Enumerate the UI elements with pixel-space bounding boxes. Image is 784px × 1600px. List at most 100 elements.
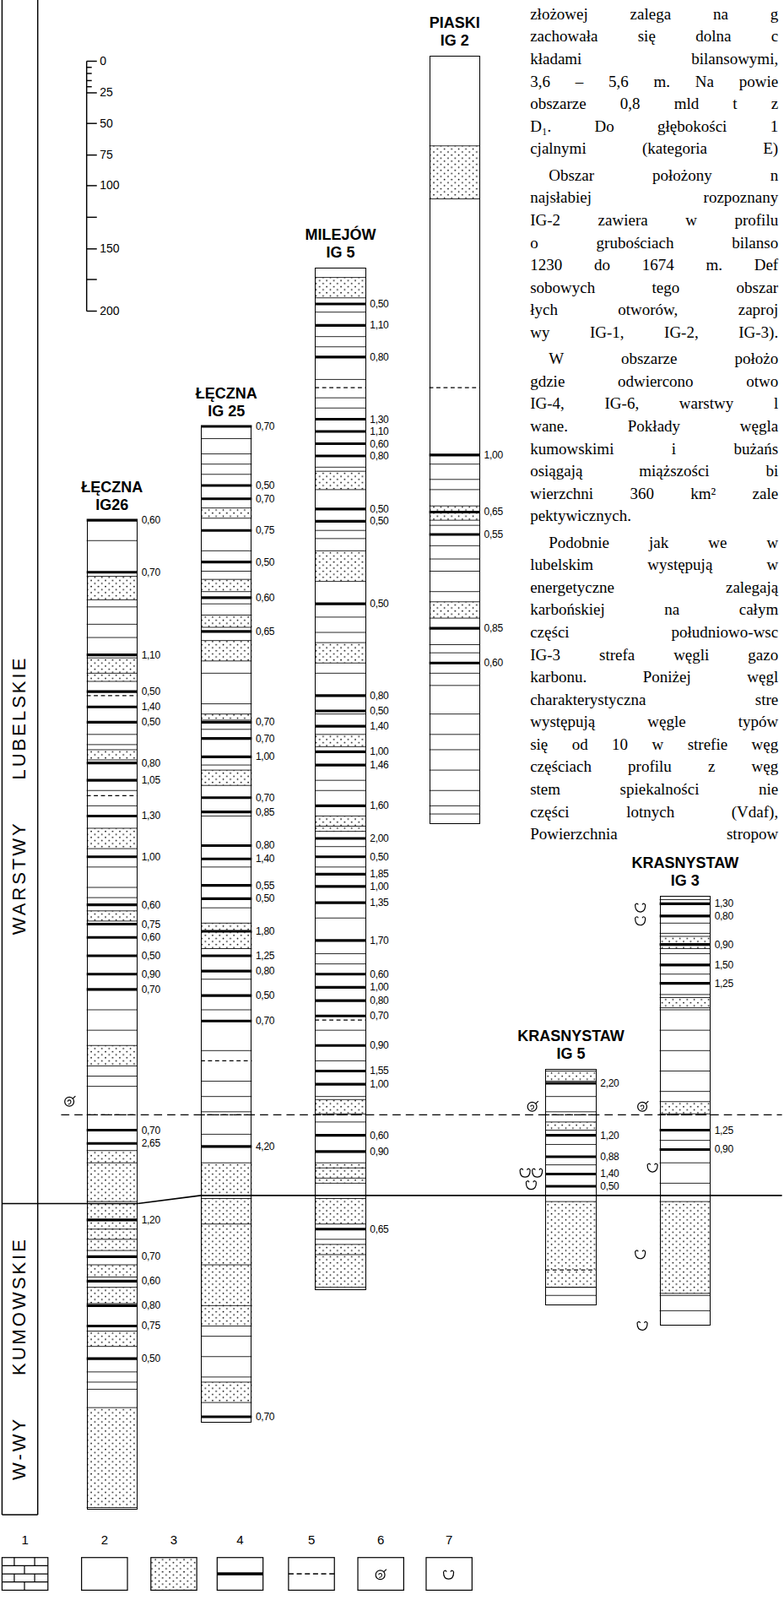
coal-seam <box>545 1172 596 1175</box>
coal-seam <box>314 454 366 457</box>
seam-thickness: 1,55 <box>368 1065 390 1076</box>
sandstone-layer <box>86 1150 138 1201</box>
seam-thickness: 0,80 <box>713 910 735 921</box>
coal-seam <box>200 953 252 957</box>
seam-thickness: 0,50 <box>368 298 390 309</box>
layer-boundary <box>86 1276 138 1277</box>
seam-thickness: 0,50 <box>140 950 162 961</box>
sandstone-layer <box>314 1098 366 1114</box>
seam-thickness: 0,90 <box>368 1039 390 1050</box>
layer-boundary <box>314 537 366 539</box>
coal-seam <box>200 483 252 487</box>
coal-seam <box>314 999 366 1002</box>
layer-boundary <box>86 1388 138 1390</box>
layer-boundary <box>314 580 366 582</box>
layer-boundary <box>86 1085 138 1087</box>
layer-boundary <box>545 1286 596 1287</box>
seam-thickness: 1,00 <box>368 981 390 992</box>
layer-boundary <box>200 1355 252 1357</box>
layer-boundary <box>429 558 481 560</box>
sandstone-layer <box>86 1044 138 1066</box>
seam-thickness: 1,25 <box>713 978 735 989</box>
layer-boundary <box>314 1177 366 1179</box>
layer-boundary <box>659 898 711 900</box>
seam-thickness: 0,70 <box>254 421 276 432</box>
dashed-layer <box>545 1268 596 1270</box>
layer-boundary <box>200 1095 252 1097</box>
layer-boundary <box>86 919 138 921</box>
layer-boundary <box>200 626 252 628</box>
sandstone-layer <box>86 657 138 682</box>
legend-number: 7 <box>443 1532 455 1547</box>
layer-boundary <box>200 453 252 455</box>
layer-boundary <box>200 1380 252 1382</box>
layer-boundary <box>86 733 138 735</box>
layer-boundary <box>314 616 366 617</box>
layer-boundary <box>429 652 481 654</box>
layer-boundary <box>314 825 366 827</box>
layer-boundary <box>200 1080 252 1082</box>
layer-boundary <box>86 827 138 828</box>
coal-seam <box>86 1128 138 1131</box>
sandstone-layer <box>314 550 366 581</box>
layer-boundary <box>429 145 481 146</box>
sandstone-layer <box>659 1200 711 1293</box>
seam-thickness: 0,65 <box>368 1223 390 1234</box>
seam-thickness: 1,00 <box>483 449 504 460</box>
coal-seam <box>86 902 138 906</box>
layer-boundary <box>86 575 138 577</box>
scale-value: 0 <box>98 54 108 68</box>
dashed-layer <box>86 694 138 696</box>
layer-boundary <box>200 507 252 509</box>
seam-thickness: 4,20 <box>254 1140 276 1152</box>
legend-number: 3 <box>168 1532 179 1547</box>
coal-seam <box>314 602 366 606</box>
text-line: 3,6 – 5,6 m. Na powie <box>529 72 779 92</box>
seam-thickness: 0,60 <box>368 438 390 449</box>
layer-boundary <box>314 1243 366 1244</box>
coal-seam <box>314 1043 366 1047</box>
layer-boundary <box>314 642 366 644</box>
scale-value: 150 <box>98 242 120 255</box>
layer-boundary <box>314 1197 366 1199</box>
coal-seam <box>314 519 366 523</box>
layer-boundary <box>86 848 138 849</box>
layer-boundary <box>86 605 138 607</box>
coal-seam <box>86 1217 138 1221</box>
layer-boundary <box>314 662 366 664</box>
seam-thickness: 0,75 <box>140 1319 162 1331</box>
layer-boundary <box>200 437 252 439</box>
layer-boundary <box>314 1238 366 1239</box>
layer-boundary <box>429 505 481 507</box>
layer-boundary <box>314 378 366 380</box>
text-line: kumowskimi i bużańs <box>529 439 779 459</box>
seam-thickness: 0,50 <box>368 598 390 609</box>
seam-thickness: 0,50 <box>140 686 162 697</box>
sandstone-layer <box>200 713 252 720</box>
coal-seam <box>314 507 366 510</box>
seam-thickness: 0,80 <box>368 690 390 701</box>
seam-thickness: 0,70 <box>254 716 276 727</box>
layer-boundary <box>314 297 366 298</box>
layer-boundary <box>200 719 252 720</box>
layer-boundary <box>429 684 481 686</box>
layer-boundary <box>314 865 366 867</box>
layer-boundary <box>314 488 366 490</box>
layer-boundary <box>200 702 252 704</box>
layer-boundary <box>659 1200 711 1202</box>
sandstone-layer <box>86 1406 138 1507</box>
sandstone-layer <box>86 910 138 921</box>
seam-thickness: 1,00 <box>368 1078 390 1089</box>
sandstone-layer <box>659 935 711 948</box>
legend-number: 5 <box>306 1532 317 1547</box>
borehole-name: ŁĘCZNA IG 25 <box>187 384 265 421</box>
layer-boundary <box>86 1406 138 1408</box>
text-line: IG-2 zawiera w profilu <box>529 210 779 230</box>
sandstone-layer <box>659 997 711 1008</box>
seam-thickness: 0,55 <box>254 880 276 891</box>
coal-seam <box>314 724 366 728</box>
text-line: cjalnymi (kategoria E) <box>529 139 779 158</box>
layer-boundary <box>314 713 366 714</box>
seam-thickness: 0,65 <box>483 506 504 517</box>
layer-boundary <box>86 789 138 791</box>
